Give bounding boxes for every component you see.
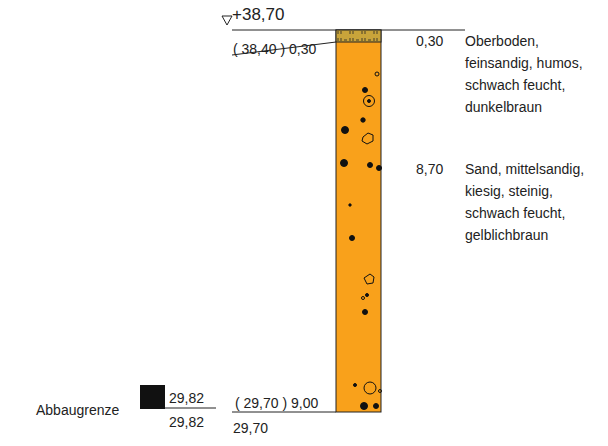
stone-symbols	[362, 72, 382, 394]
limit-line	[165, 408, 216, 409]
elevation-label: 29,82	[169, 387, 204, 409]
layer-depth: 8,70	[416, 158, 443, 180]
sand-layer	[336, 30, 381, 412]
topsoil-hatch	[337, 31, 380, 41]
bottom-line	[232, 412, 336, 413]
layer-description: Sand, mittelsandig, kiesig, steinig, sch…	[465, 158, 603, 246]
layer-description: Oberboden, feinsandig, humos, schwach fe…	[465, 30, 603, 118]
topsoil-layer	[336, 30, 381, 42]
gravel-symbols	[341, 88, 382, 410]
limit-label: Abbaugrenze	[36, 399, 119, 421]
depth-label: ( 29,70 ) 9,00	[235, 392, 318, 414]
elevation-label: 29,70	[233, 417, 268, 439]
layer-depth: 0,30	[416, 30, 443, 52]
elevation-label: 29,82	[169, 411, 204, 433]
limit-marker	[140, 385, 165, 409]
depth-label: ( 38,40 ) 0,30	[233, 38, 316, 60]
level-triangle	[222, 16, 232, 25]
elevation-label: +38,70	[232, 3, 284, 27]
